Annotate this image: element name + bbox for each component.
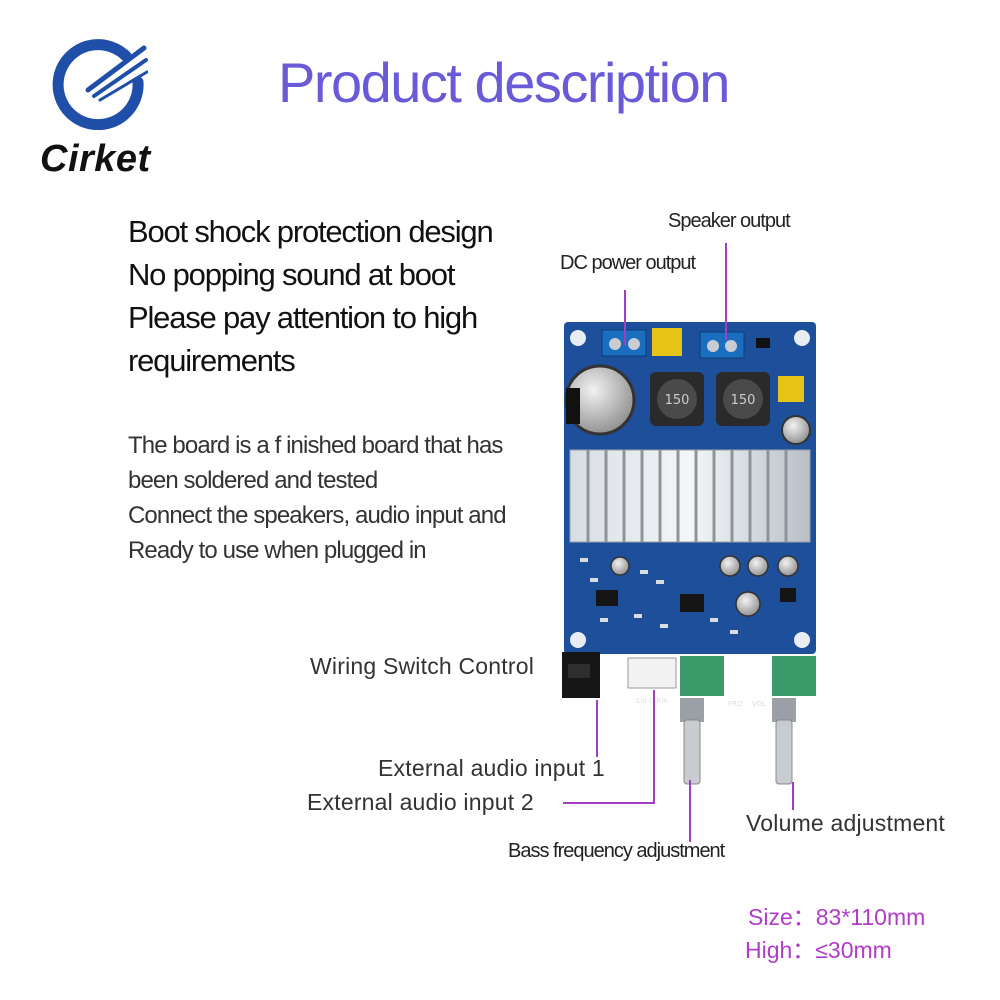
- description-line: Ready to use when plugged in: [128, 537, 427, 564]
- callout-wiring-switch-control: Wiring Switch Control: [310, 653, 535, 679]
- description-line: The board is a f inished board that has: [128, 432, 503, 459]
- description-line: Connect the speakers, audio input and: [128, 502, 507, 529]
- cirket-logo-icon: [52, 39, 148, 130]
- callout-bass-frequency-adjustment: Bass frequency adjustment: [508, 840, 725, 862]
- callout-external-audio-input-2: External audio input 2: [307, 789, 534, 815]
- callout-dc-power-output: DC power output: [560, 252, 696, 274]
- feature-line: requirements: [128, 343, 296, 378]
- callout-volume-adjustment: Volume adjustment: [746, 810, 946, 836]
- freq-knob-label: FRQ: [728, 700, 743, 708]
- spec-height: High：≤30mm: [745, 937, 892, 963]
- feature-line: No popping sound at boot: [128, 257, 455, 292]
- spec-size: Size：83*110mm: [748, 904, 926, 930]
- feature-line: Please pay attention to high: [128, 300, 478, 335]
- callout-speaker-output: Speaker output: [668, 210, 791, 232]
- brand-name: Cirket: [40, 138, 151, 180]
- callout-external-audio-input-1: External audio input 1: [378, 755, 605, 781]
- description-line: been soldered and tested: [128, 467, 378, 494]
- knob-shafts-image: [680, 698, 796, 785]
- inductor-label: 150: [731, 393, 756, 408]
- feature-line: Boot shock protection design: [128, 214, 494, 249]
- vol-knob-label: VOL: [752, 700, 766, 708]
- page-title: Product description: [278, 51, 730, 114]
- inductor-label: 150: [665, 393, 690, 408]
- amplifier-board-image: 150 150 Lin G Rin FRQ VOL: [562, 322, 816, 708]
